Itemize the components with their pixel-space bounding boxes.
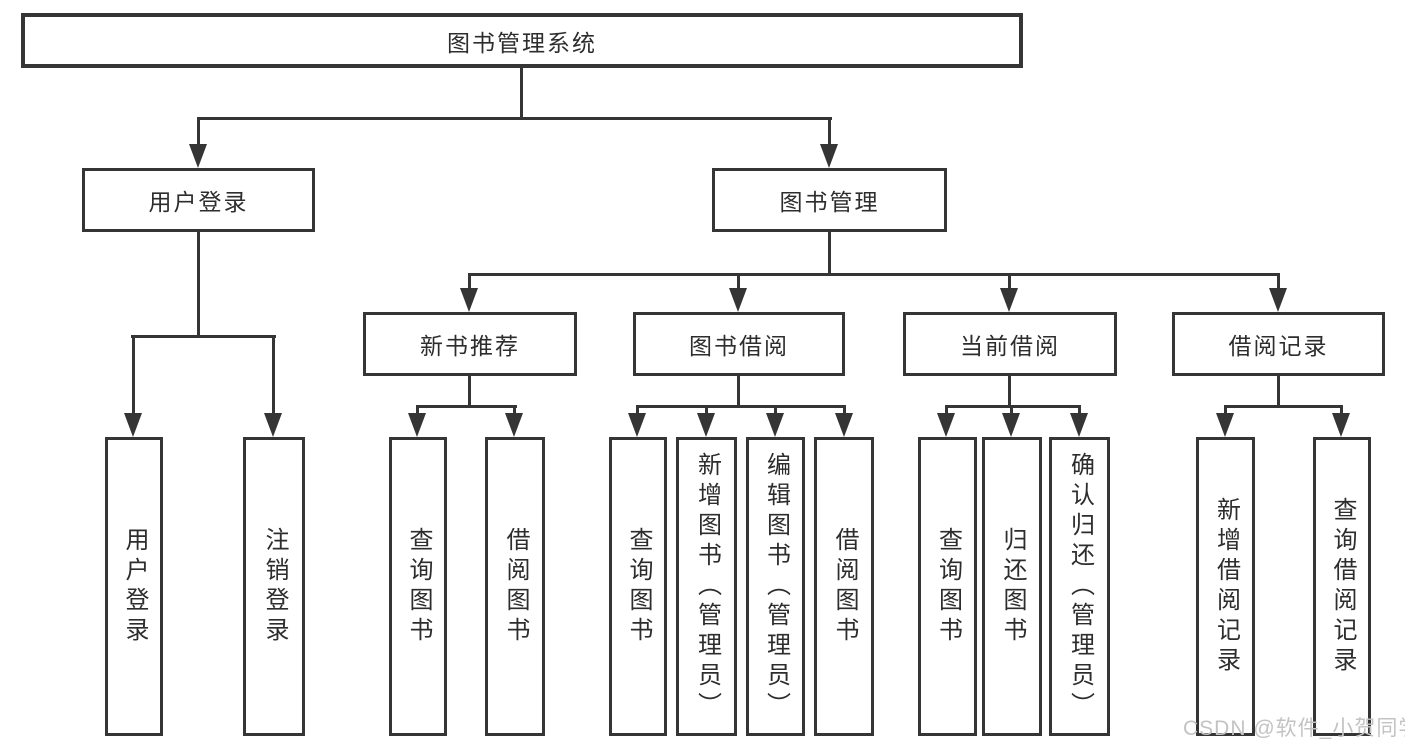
node-current-borrow: 当前借阅 [903,312,1117,376]
connector-line [197,232,200,338]
node-label: 查询借阅记录 [1329,496,1356,677]
node-label: 归还图书 [999,526,1026,647]
connector-line [1008,376,1011,408]
node-label: 确认归还（管理员） [1066,451,1094,722]
connector-line [1277,273,1280,293]
connector-line [828,117,831,147]
arrowhead-icon [729,288,747,312]
node-book-management: 图书管理 [712,168,947,232]
arrowhead-icon [628,413,646,437]
leaf-borrow-books-2: 借阅图书 [814,437,874,736]
leaf-query-books-1: 查询图书 [389,437,447,736]
node-library-management-system: 图书管理系统 [21,13,1023,68]
node-label: 借阅图书 [502,526,529,647]
node-label: 新增借阅记录 [1212,496,1240,677]
node-label: 新增图书（管理员） [693,451,721,722]
connector-line [1224,405,1227,419]
node-label: 查询图书 [625,526,652,647]
connector-line [737,376,740,408]
arrowhead-icon [697,413,715,437]
arrowhead-icon [408,413,426,437]
leaf-user-login: 用户登录 [105,437,163,736]
node-label: 借阅图书 [831,526,858,647]
arrowhead-icon [124,413,142,437]
leaf-query-books-3: 查询图书 [918,437,977,736]
connector-line [1078,405,1081,419]
connector-line [636,405,846,408]
connector-line [520,68,523,118]
connector-line [416,405,419,419]
arrowhead-icon [1216,413,1234,437]
connector-line [945,405,948,419]
connector-line [416,405,517,408]
connector-line [1340,405,1343,419]
connector-line [705,405,708,419]
connector-line [272,335,275,417]
arrowhead-icon [460,288,478,312]
leaf-query-borrow-record: 查询借阅记录 [1313,437,1371,736]
csdn-watermark: CSDN @软件_小贺同学 [1183,717,1405,740]
connector-line [1224,405,1343,408]
leaf-add-books-admin: 新增图书（管理员） [676,437,737,736]
connector-line [1008,273,1011,293]
connector-line [197,117,200,147]
connector-line [1010,405,1013,419]
arrowhead-icon [505,413,523,437]
leaf-borrow-books-1: 借阅图书 [485,437,545,736]
node-book-borrow: 图书借阅 [633,312,845,376]
connector-line [843,405,846,419]
node-label: 用户登录 [148,189,249,215]
leaf-edit-books-admin: 编辑图书（管理员） [746,437,805,736]
node-label: 图书管理系统 [447,29,597,56]
arrowhead-icon [937,413,955,437]
connector-line [513,405,516,419]
leaf-add-borrow-record: 新增借阅记录 [1196,437,1255,736]
node-new-book-recommend: 新书推荐 [363,312,577,376]
connector-line [468,376,471,408]
connector-line [774,405,777,419]
node-user-login: 用户登录 [82,168,315,232]
connector-line [468,273,1280,276]
node-label: 查询图书 [405,526,432,647]
arrowhead-icon [835,413,853,437]
arrowhead-icon [189,144,207,168]
arrowhead-icon [766,413,784,437]
node-borrow-records: 借阅记录 [1172,312,1385,376]
leaf-confirm-return-admin: 确认归还（管理员） [1049,437,1110,736]
leaf-logout: 注销登录 [243,437,305,736]
arrowhead-icon [1000,288,1018,312]
connector-line [131,335,276,338]
arrowhead-icon [1070,413,1088,437]
arrowhead-icon [1332,413,1350,437]
node-label: 当前借阅 [960,333,1060,359]
node-label: 图书借阅 [689,333,789,359]
leaf-return-books: 归还图书 [982,437,1042,736]
connector-line [737,273,740,293]
connector-line [1277,376,1280,408]
arrowhead-icon [1269,288,1287,312]
arrowhead-icon [820,144,838,168]
node-label: 查询图书 [934,526,962,647]
arrowhead-icon [1002,413,1020,437]
connector-line [828,232,831,276]
arrowhead-icon [264,413,282,437]
connector-line [468,273,471,293]
node-label: 新书推荐 [420,333,520,359]
node-label: 注销登录 [261,526,288,647]
node-label: 用户登录 [121,526,148,647]
connector-line [636,405,639,419]
connector-line [945,405,1081,408]
leaf-query-books-2: 查询图书 [609,437,667,736]
connector-line [198,117,832,120]
node-label: 借阅记录 [1228,333,1329,359]
connector-line [132,335,135,417]
node-label: 编辑图书（管理员） [762,451,790,722]
node-label: 图书管理 [779,189,880,215]
